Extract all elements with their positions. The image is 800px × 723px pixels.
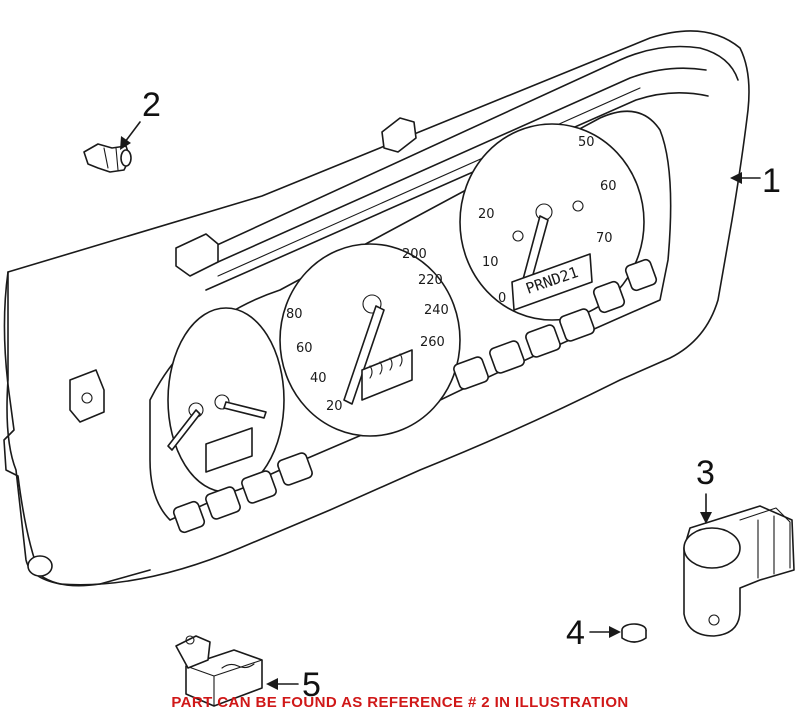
callout-3-arrowhead	[700, 512, 712, 524]
left-clip	[175, 233, 219, 277]
tach-tick-label: 60	[296, 341, 313, 356]
housing-rail-4	[217, 87, 641, 277]
speedo-tick-label: 20	[478, 207, 495, 222]
callout-number-2: 2	[142, 86, 161, 124]
leader-arrows	[120, 121, 761, 690]
speedo-knob	[572, 200, 584, 212]
warning-lights-right	[453, 258, 658, 390]
callout-5-arrowhead	[266, 678, 278, 690]
housing-bottom-edge	[39, 569, 151, 587]
tach-tick-label: 240	[424, 303, 449, 318]
speedo-tick-label: 50	[578, 135, 595, 150]
speedo-tick-label: 10	[482, 255, 499, 270]
left-bracket	[69, 369, 105, 423]
odometer-frame	[205, 427, 253, 473]
top-clip	[381, 117, 417, 153]
tach-display-marks	[369, 353, 403, 379]
connector-part	[175, 635, 263, 707]
tach-tick-label: 200	[402, 247, 427, 262]
bulb-cap-part	[621, 623, 647, 643]
housing-top-rail	[179, 45, 739, 263]
tach-hub	[362, 294, 382, 314]
callout-2-arrowhead	[120, 136, 131, 150]
gear-display-frame	[511, 253, 593, 311]
tach-tick-label: 40	[310, 371, 327, 386]
left-gauge-needle	[167, 409, 201, 451]
instrument-cluster: 0 10 20 50 60 70 PRND21 80 60 40 20 200 …	[3, 30, 750, 587]
bulb-socket-part	[83, 143, 132, 173]
callout-number-5: 5	[302, 666, 321, 704]
mounting-boss	[27, 555, 53, 577]
tach-tick-label: 220	[418, 273, 443, 288]
tach-display-frame	[361, 349, 413, 401]
housing-rail-3	[205, 92, 709, 291]
footer-note: PART CAN BE FOUND AS REFERENCE # 2 IN IL…	[171, 694, 629, 711]
speedo-tick-label: 70	[596, 231, 613, 246]
callout-number-4: 4	[566, 614, 585, 652]
tach-tick-label: 20	[326, 399, 343, 414]
callout-number-1: 1	[762, 162, 781, 200]
callout-4-arrowhead	[609, 626, 621, 638]
housing-left-edge	[3, 271, 41, 576]
callout-number-3: 3	[696, 454, 715, 492]
tach-needle	[343, 305, 385, 405]
tach-tick-label: 260	[420, 335, 445, 350]
speedo-tick-label: 60	[600, 179, 617, 194]
speedometer-dial	[459, 123, 645, 321]
tach-tick-label: 80	[286, 307, 303, 322]
callout-1-arrowhead	[730, 172, 742, 184]
speedo-knob	[512, 230, 524, 242]
left-gauge-needle	[223, 401, 267, 419]
tachometer-scale: 80 60 40 20 200 220 240 260	[286, 247, 449, 414]
relay-module-part	[683, 505, 795, 637]
speedometer-scale: 0 10 20 50 60 70	[478, 135, 617, 306]
speedo-tick-label: 0	[498, 291, 506, 306]
warning-lights-left	[172, 452, 313, 534]
housing-rail-2	[199, 67, 707, 271]
left-bracket-hole	[81, 392, 93, 404]
